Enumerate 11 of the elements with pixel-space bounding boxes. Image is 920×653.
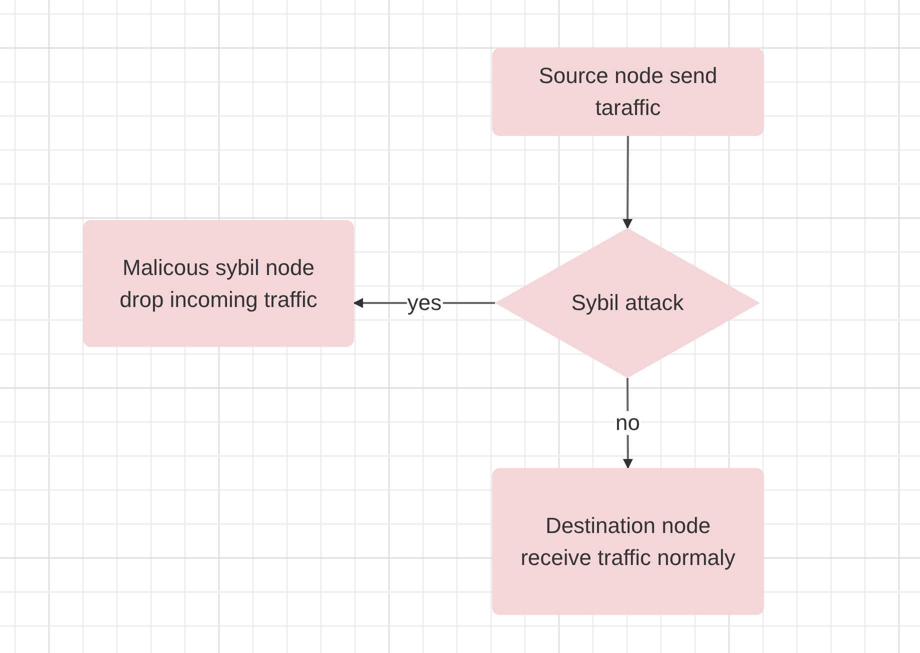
arrow bbox=[622, 136, 633, 229]
decision-diamond bbox=[495, 228, 760, 378]
process-box bbox=[83, 220, 354, 347]
node-label: Malicous sybil node drop incoming traffic bbox=[118, 254, 318, 314]
edge-label: no bbox=[614, 411, 641, 435]
node-label: Sybil attack bbox=[571, 289, 684, 317]
process-box bbox=[492, 48, 764, 136]
edge-label: yes bbox=[406, 291, 443, 315]
node-label: Source node send taraffic bbox=[538, 62, 718, 122]
node-label: Destination node receive traffic normaly bbox=[520, 512, 736, 572]
process-box bbox=[492, 468, 764, 615]
